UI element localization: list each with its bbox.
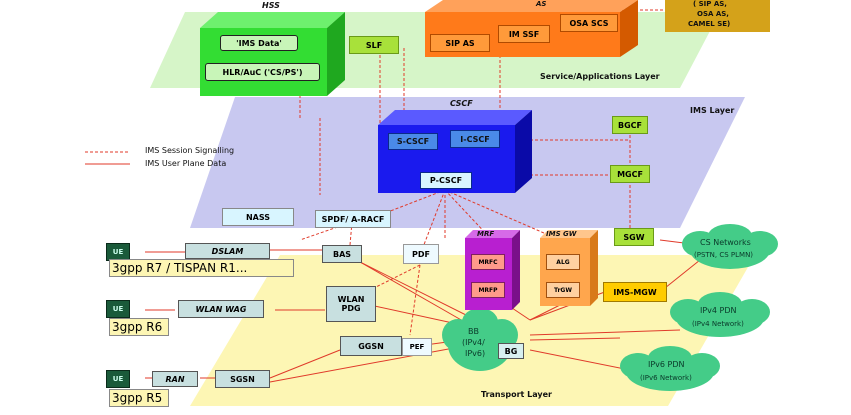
- i-cscf-box: I-CSCF: [450, 130, 500, 148]
- mrfc-box: MRFC: [471, 254, 505, 270]
- osa-scs-box: OSA SCS: [560, 14, 618, 32]
- mrfp-box: MRFP: [471, 282, 505, 298]
- as-title: AS: [536, 0, 547, 8]
- bb-label-1: BB: [468, 327, 479, 336]
- ipv6-pdn-cloud: [620, 346, 720, 391]
- cscf-title: CSCF: [450, 99, 473, 108]
- mrf-title: MRF: [477, 230, 495, 238]
- release-r7-label: 3gpp R7 / TISPAN R1...: [109, 259, 294, 277]
- ran-box: RAN: [152, 371, 198, 387]
- sgsn-box: SGSN: [215, 370, 270, 388]
- legend-userplane: IMS User Plane Data: [145, 159, 227, 168]
- p-cscf-box: P-CSCF: [420, 172, 472, 189]
- cs-networks-cloud: [682, 224, 778, 269]
- mgcf-box: MGCF: [610, 165, 650, 183]
- trgw-box: TrGW: [546, 282, 580, 298]
- release-r6-label: 3gpp R6: [109, 318, 169, 336]
- bgcf-box: BGCF: [612, 116, 648, 134]
- ipv4-pdn-label-1: IPv4 PDN: [700, 306, 737, 315]
- hss-block: [200, 12, 345, 96]
- release-r5-label: 3gpp R5: [109, 389, 169, 407]
- ue-box-r6: UE: [106, 300, 130, 318]
- as-list-block: [665, 0, 770, 32]
- wlan-pdg-label-1: WLAN: [337, 295, 365, 304]
- pef-box: PEF: [402, 338, 432, 356]
- bas-box: BAS: [322, 245, 362, 263]
- bb-label-2: (IPv4/: [462, 338, 485, 347]
- im-ssf-box: IM SSF: [498, 25, 550, 43]
- wlan-pdg-label-2: PDG: [341, 304, 361, 313]
- ims-mgw-box: IMS-MGW: [603, 282, 667, 302]
- alg-box: ALG: [546, 254, 580, 270]
- sgw-box: SGW: [614, 228, 654, 246]
- as-list-1: ( SIP AS,: [693, 0, 727, 8]
- ue-box-r5: UE: [106, 370, 130, 388]
- mrf-block: [465, 230, 520, 310]
- hss-hlr-box: HLR/AuC ('CS/PS'): [205, 63, 320, 81]
- cs-networks-label-1: CS Networks: [700, 238, 751, 247]
- legend-signalling: IMS Session Signalling: [145, 146, 235, 155]
- bb-cloud: [442, 308, 518, 371]
- wlan-pdg-box: WLAN PDG: [326, 286, 376, 322]
- cs-networks-label-2: (PSTN, CS PLMN): [694, 251, 754, 259]
- service-layer-label: Service/Applications Layer: [540, 72, 660, 81]
- user-plane-lines: [85, 163, 701, 383]
- ggsn-box: GGSN: [340, 336, 402, 356]
- s-cscf-box: S-CSCF: [388, 133, 438, 150]
- spdf-box: SPDF/ A-RACF: [315, 210, 391, 228]
- slf-box: SLF: [349, 36, 399, 54]
- wlan-wag-box: WLAN WAG: [178, 300, 264, 318]
- hss-title: HSS: [262, 1, 280, 10]
- as-list-2: OSA AS,: [697, 10, 729, 18]
- ipv6-pdn-label-2: (IPv6 Network): [640, 374, 692, 382]
- ipv4-pdn-label-2: (IPv4 Network): [692, 320, 744, 328]
- nass-box: NASS: [222, 208, 294, 226]
- dslam-box: DSLAM: [185, 243, 270, 259]
- hss-ims-data-box: 'IMS Data': [220, 35, 298, 51]
- bb-label-3: IPv6): [465, 349, 486, 358]
- ipv4-pdn-cloud: [670, 292, 770, 337]
- bg-box: BG: [498, 343, 524, 359]
- as-list-3: CAMEL SE): [688, 20, 731, 28]
- ims-layer-label: IMS Layer: [690, 106, 735, 115]
- imsgw-title: IMS GW: [546, 230, 577, 238]
- transport-layer-label: Transport Layer: [481, 390, 552, 399]
- ipv6-pdn-label-1: IPv6 PDN: [648, 360, 685, 369]
- pdf-box: PDF: [403, 244, 439, 264]
- sip-as-box: SIP AS: [430, 34, 490, 52]
